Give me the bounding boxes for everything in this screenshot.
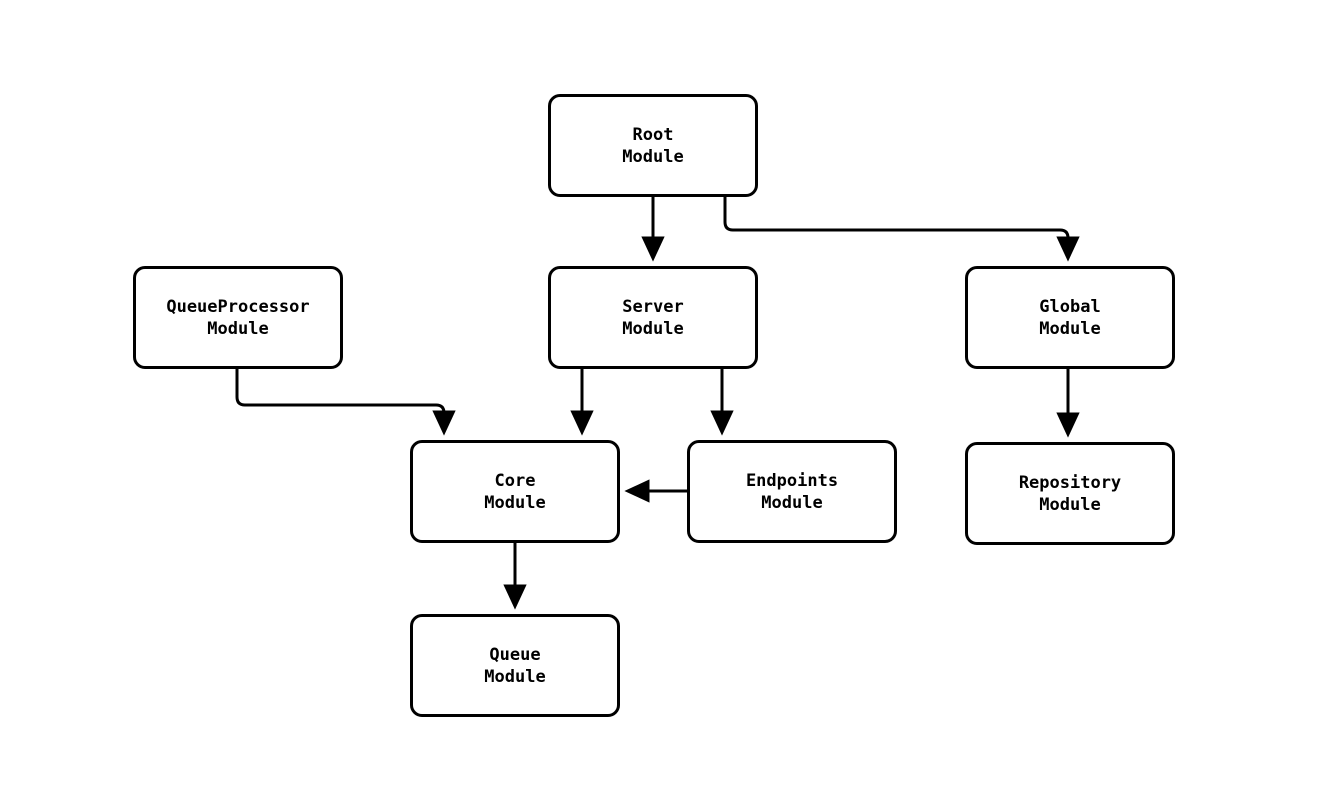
node-global-line1: Global bbox=[1039, 296, 1101, 317]
node-root-line1: Root bbox=[632, 124, 674, 145]
node-endpoints-line2: Module bbox=[761, 492, 823, 513]
node-queue[interactable]: Queue Module bbox=[410, 614, 620, 717]
node-queueprocessor-line1: QueueProcessor bbox=[166, 296, 310, 317]
node-root-line2: Module bbox=[622, 146, 684, 167]
node-queue-line2: Module bbox=[484, 666, 546, 687]
node-core-line1: Core bbox=[494, 470, 536, 491]
node-repository-line2: Module bbox=[1039, 494, 1101, 515]
node-core[interactable]: Core Module bbox=[410, 440, 620, 543]
node-queueprocessor-line2: Module bbox=[207, 318, 269, 339]
edges-group bbox=[235, 197, 1080, 610]
edge-queueprocessor-core bbox=[235, 369, 456, 436]
node-root[interactable]: Root Module bbox=[548, 94, 758, 197]
node-server-line1: Server bbox=[622, 296, 684, 317]
node-global-line2: Module bbox=[1039, 318, 1101, 339]
node-repository[interactable]: Repository Module bbox=[965, 442, 1175, 545]
node-core-line2: Module bbox=[484, 492, 546, 513]
node-queueprocessor[interactable]: QueueProcessor Module bbox=[133, 266, 343, 369]
node-server[interactable]: Server Module bbox=[548, 266, 758, 369]
node-endpoints[interactable]: Endpoints Module bbox=[687, 440, 897, 543]
node-endpoints-line1: Endpoints bbox=[745, 470, 839, 491]
node-server-line2: Module bbox=[622, 318, 684, 339]
edge-root-global bbox=[723, 197, 1080, 262]
node-queue-line1: Queue bbox=[489, 644, 541, 665]
node-repository-line1: Repository bbox=[1018, 472, 1122, 493]
node-global[interactable]: Global Module bbox=[965, 266, 1175, 369]
